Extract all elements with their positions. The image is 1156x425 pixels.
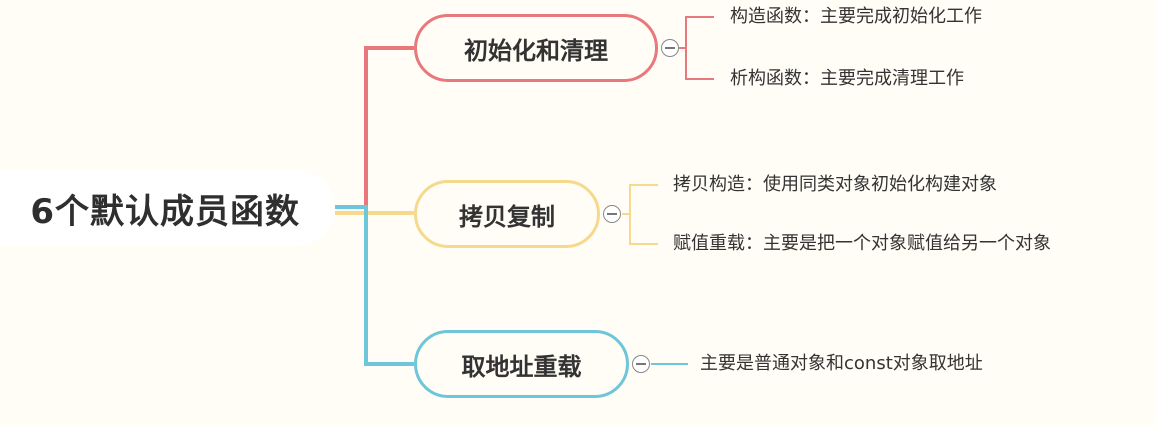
collapse-icon[interactable] bbox=[632, 355, 650, 373]
connector-branch-1 bbox=[335, 46, 414, 209]
collapse-icon[interactable] bbox=[603, 205, 621, 223]
connector-leaf-2 bbox=[622, 184, 658, 245]
leaf-address-of[interactable]: 主要是普通对象和const对象取地址 bbox=[700, 353, 983, 374]
topic-copy[interactable]: 拷贝复制 bbox=[414, 180, 600, 248]
leaf-copy-constructor[interactable]: 拷贝构造：使用同类对象初始化构建对象 bbox=[673, 174, 997, 195]
root-topic[interactable]: 6个默认成员函数 bbox=[0, 170, 335, 246]
leaf-constructor[interactable]: 构造函数：主要完成初始化工作 bbox=[730, 6, 982, 27]
leaf-assignment-overload[interactable]: 赋值重载：主要是把一个对象赋值给另一个对象 bbox=[673, 233, 1051, 254]
connector-branch-3 bbox=[335, 205, 414, 366]
leaf-destructor[interactable]: 析构函数：主要完成清理工作 bbox=[730, 68, 964, 89]
connector-leaf-1 bbox=[679, 16, 714, 80]
collapse-icon[interactable] bbox=[661, 39, 679, 57]
topic-init-cleanup[interactable]: 初始化和清理 bbox=[414, 14, 658, 82]
topic-address-overload[interactable]: 取地址重载 bbox=[414, 330, 629, 398]
